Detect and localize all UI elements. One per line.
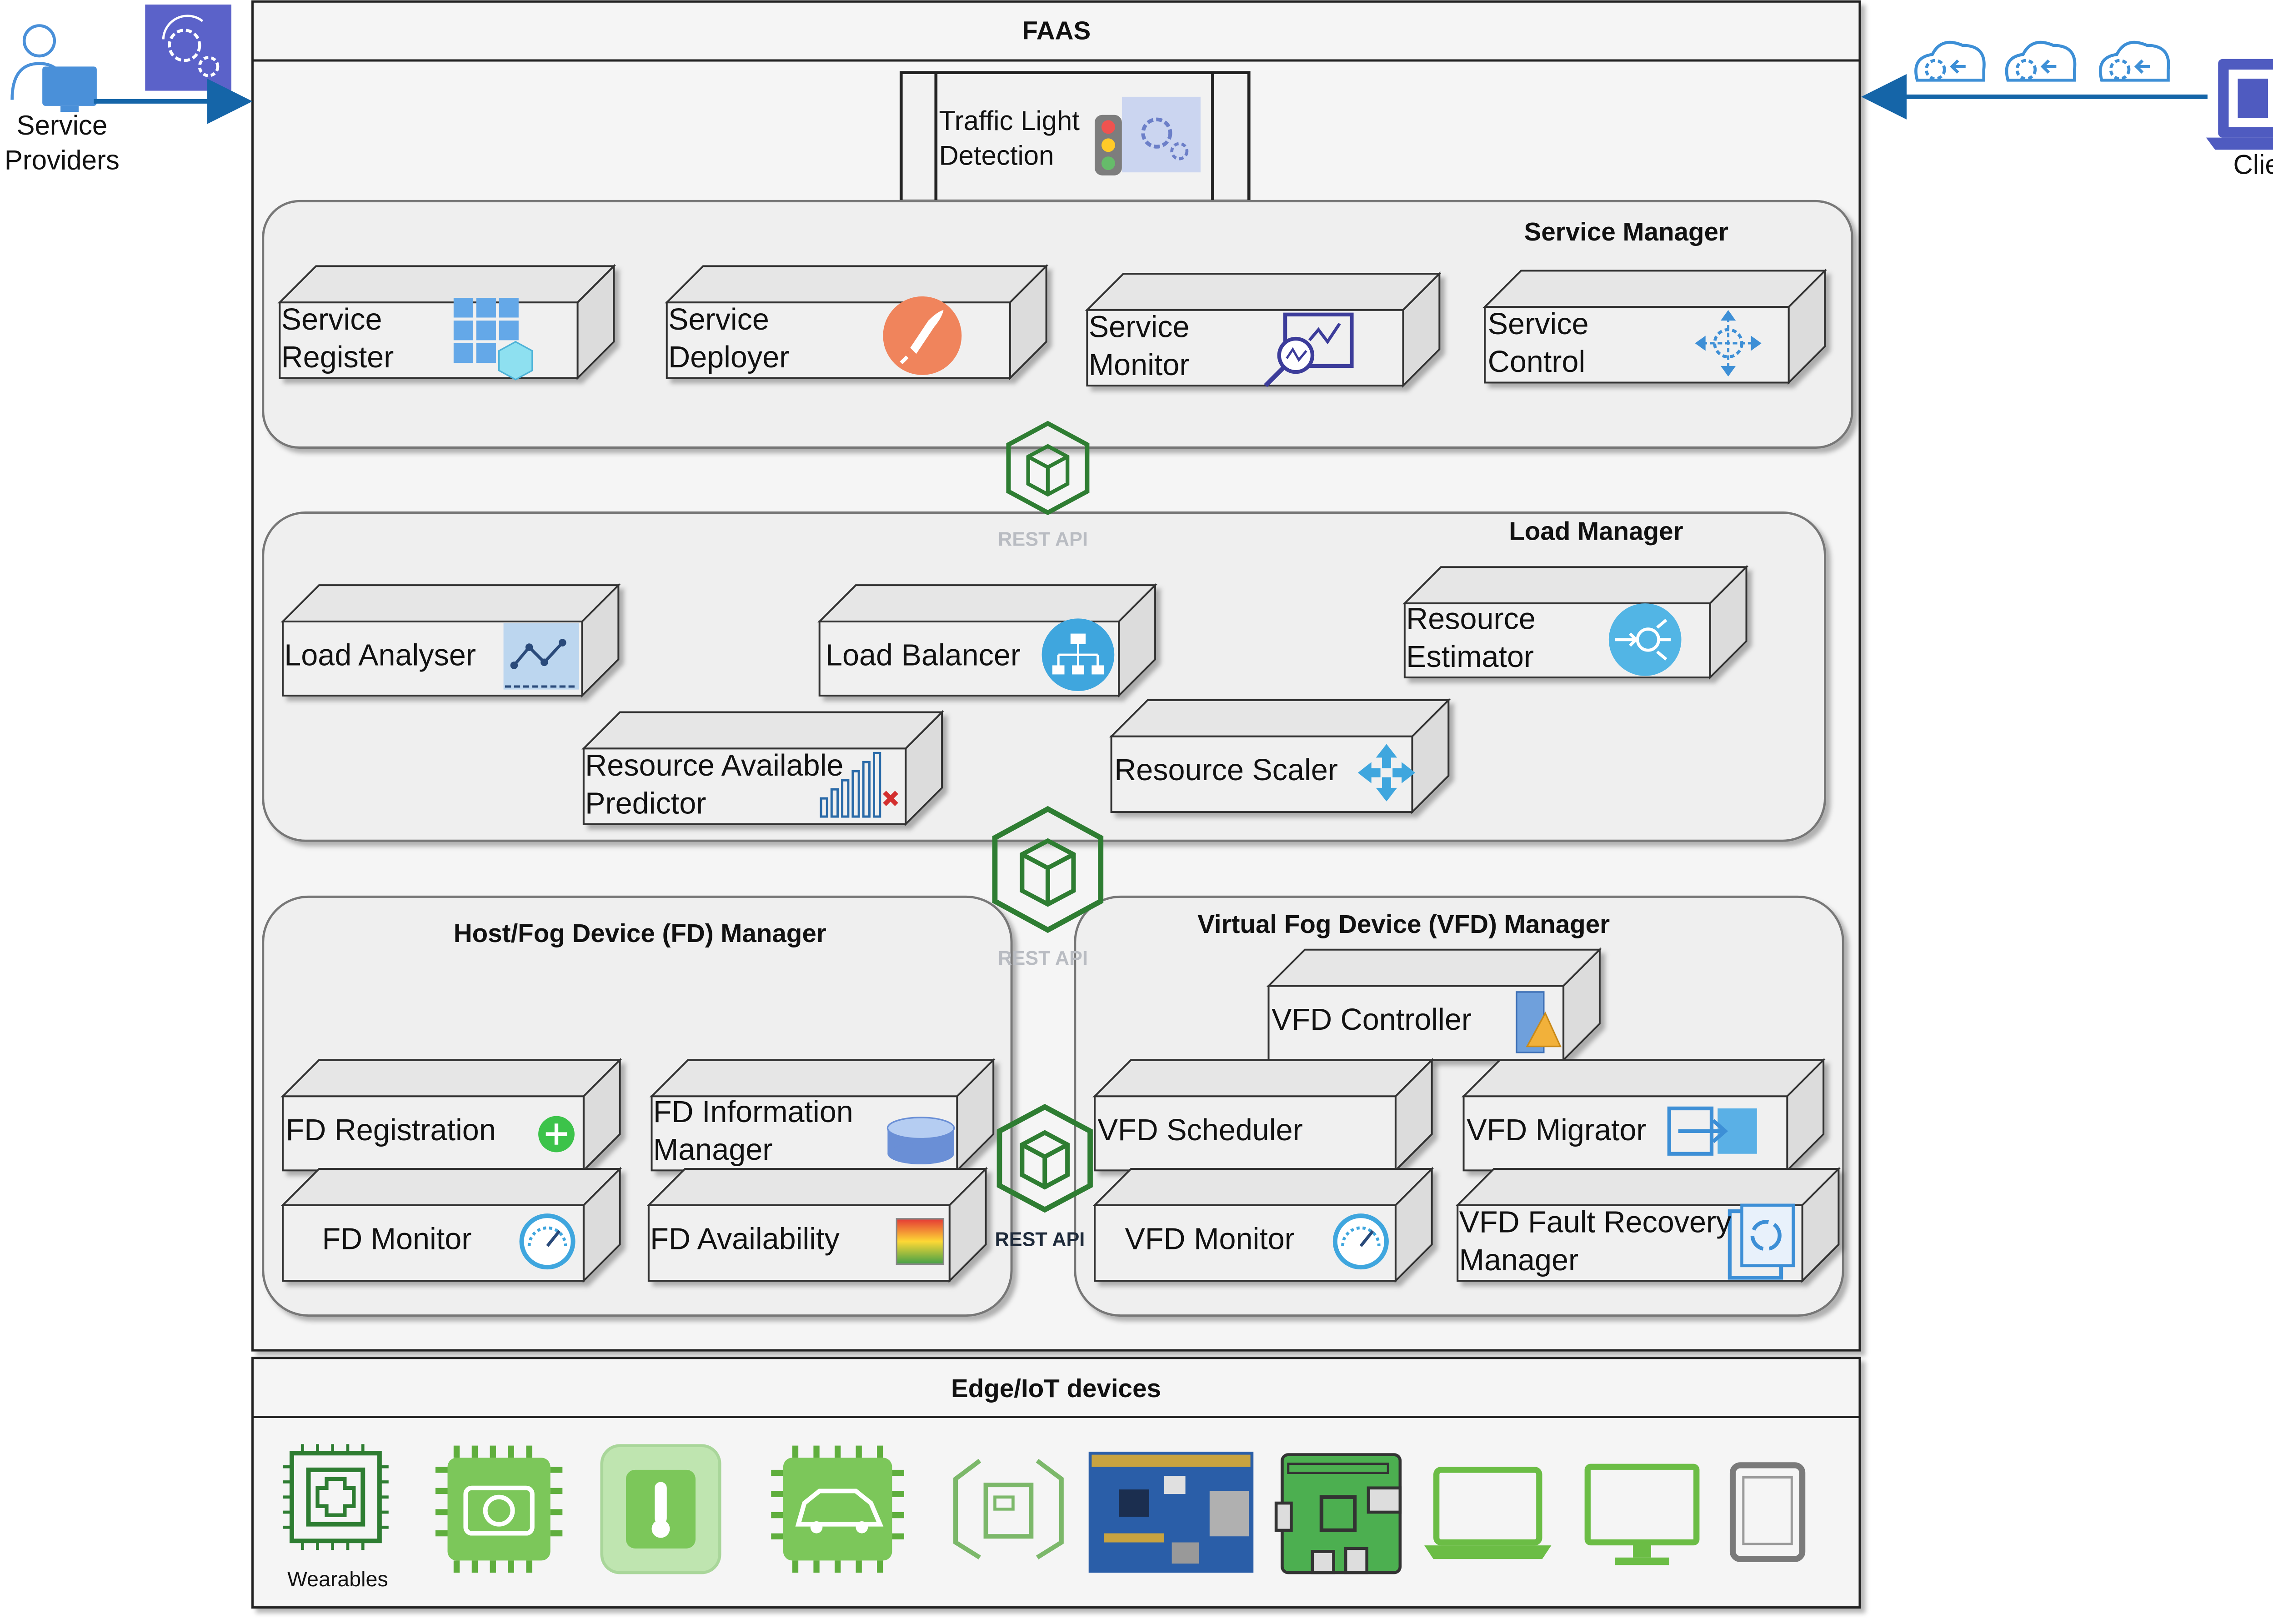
chip-medical-icon bbox=[282, 1444, 389, 1550]
service-manager-panel bbox=[262, 200, 1853, 449]
vfd-migrator-box bbox=[1461, 1058, 1826, 1173]
vfd-fault-recovery-label: VFD Fault Recovery Manager bbox=[1459, 1207, 1732, 1278]
rocket-icon bbox=[883, 296, 962, 375]
fd-availability-box bbox=[646, 1167, 988, 1283]
vfd-controller-label: VFD Controller bbox=[1272, 1004, 1472, 1038]
service-control-box bbox=[1482, 268, 1827, 385]
wearables-label: Wearables bbox=[287, 1566, 388, 1591]
client-laptop-icon bbox=[2206, 59, 2273, 150]
rest-api-label: REST API bbox=[998, 527, 1088, 551]
hierarchy-balancer-icon bbox=[1041, 618, 1115, 691]
sensor-device-icon bbox=[953, 1459, 1064, 1560]
vfd-manager-title: Virtual Fog Device (VFD) Manager bbox=[1197, 910, 1610, 939]
resource-scaler-box bbox=[1109, 698, 1451, 814]
grid-register-icon bbox=[453, 298, 533, 381]
chip-car-icon bbox=[771, 1445, 904, 1573]
service-manager-title: Service Manager bbox=[1524, 217, 1729, 247]
service-providers-label: Service Providers bbox=[4, 110, 120, 175]
fd-monitor-label: FD Monitor bbox=[322, 1223, 472, 1257]
rest-api-cube-icon bbox=[1006, 421, 1090, 516]
scaler-arrows-icon bbox=[1357, 744, 1416, 802]
fd-monitor-box bbox=[280, 1167, 622, 1283]
raspberry-pi-icon bbox=[1274, 1453, 1402, 1574]
service-register-label: Service Register bbox=[281, 304, 394, 375]
service-provider-person-icon bbox=[10, 24, 97, 112]
service-control-label: Service Control bbox=[1487, 308, 1589, 380]
laptop-icon bbox=[1424, 1467, 1552, 1559]
resource-available-predictor-label: Resource Available Predictor bbox=[585, 750, 844, 822]
vfd-controller-box bbox=[1266, 947, 1602, 1063]
chip-camera-icon bbox=[435, 1445, 563, 1573]
migrate-icon bbox=[1667, 1106, 1757, 1156]
fd-manager-title: Host/Fog Device (FD) Manager bbox=[453, 919, 826, 948]
rest-api-cube-icon bbox=[992, 806, 1104, 933]
traffic-light-label: Traffic Light Detection bbox=[939, 105, 1080, 171]
faas-title: FAAS bbox=[1022, 16, 1091, 45]
load-balancer-label: Load Balancer bbox=[825, 639, 1021, 673]
vfd-scheduler-box bbox=[1092, 1058, 1434, 1173]
fd-registration-box bbox=[280, 1058, 622, 1173]
traffic-light-icon bbox=[1095, 115, 1122, 175]
monitor-icon bbox=[1584, 1464, 1700, 1565]
rest-api-cube-icon bbox=[996, 1104, 1093, 1213]
signal-bars-icon bbox=[820, 752, 898, 818]
monitor-search-icon bbox=[1264, 312, 1354, 387]
edge-title: Edge/IoT devices bbox=[951, 1374, 1162, 1403]
thermostat-icon bbox=[600, 1444, 721, 1574]
fd-availability-label: FD Availability bbox=[650, 1223, 840, 1257]
load-analyser-label: Load Analyser bbox=[284, 639, 476, 673]
service-deployer-label: Service Deployer bbox=[668, 304, 790, 375]
automation-service-icon bbox=[145, 4, 231, 91]
vfd-scheduler-label: VFD Scheduler bbox=[1097, 1114, 1303, 1148]
plus-circle-icon bbox=[538, 1116, 575, 1153]
database-icon bbox=[886, 1117, 955, 1165]
vfd-monitor-label: VFD Monitor bbox=[1125, 1223, 1295, 1257]
fd-information-manager-label: FD Information Manager bbox=[653, 1096, 853, 1168]
clients-label: Clients bbox=[2233, 150, 2273, 180]
recovery-icon bbox=[1727, 1203, 1795, 1280]
control-arrows-icon bbox=[1695, 310, 1762, 377]
automation-gear-icon bbox=[1121, 96, 1201, 173]
rest-api-label: REST API bbox=[995, 1228, 1085, 1251]
circuit-board-icon bbox=[1088, 1451, 1254, 1573]
resource-estimator-label: Resource Estimator bbox=[1406, 603, 1536, 675]
service-monitor-label: Service Monitor bbox=[1088, 311, 1190, 383]
vfd-migrator-label: VFD Migrator bbox=[1467, 1114, 1647, 1148]
heatmap-icon bbox=[896, 1218, 945, 1265]
gauge-icon bbox=[1332, 1213, 1389, 1270]
resource-available-predictor-box bbox=[581, 710, 944, 827]
controller-icon bbox=[1516, 991, 1562, 1053]
fd-registration-label: FD Registration bbox=[285, 1114, 496, 1148]
rest-api-label: REST API bbox=[998, 947, 1088, 969]
gauge-icon bbox=[519, 1213, 576, 1270]
client-cloud-icon bbox=[1914, 40, 1986, 82]
tablet-icon bbox=[1729, 1462, 1806, 1562]
traffic-light-process bbox=[899, 71, 1251, 203]
resource-scaler-label: Resource Scaler bbox=[1114, 754, 1338, 788]
estimator-icon bbox=[1608, 603, 1682, 676]
client-cloud-icon bbox=[2098, 40, 2170, 82]
load-manager-title: Load Manager bbox=[1509, 517, 1683, 546]
analytics-chart-icon bbox=[503, 623, 579, 690]
client-cloud-icon bbox=[2005, 40, 2077, 82]
